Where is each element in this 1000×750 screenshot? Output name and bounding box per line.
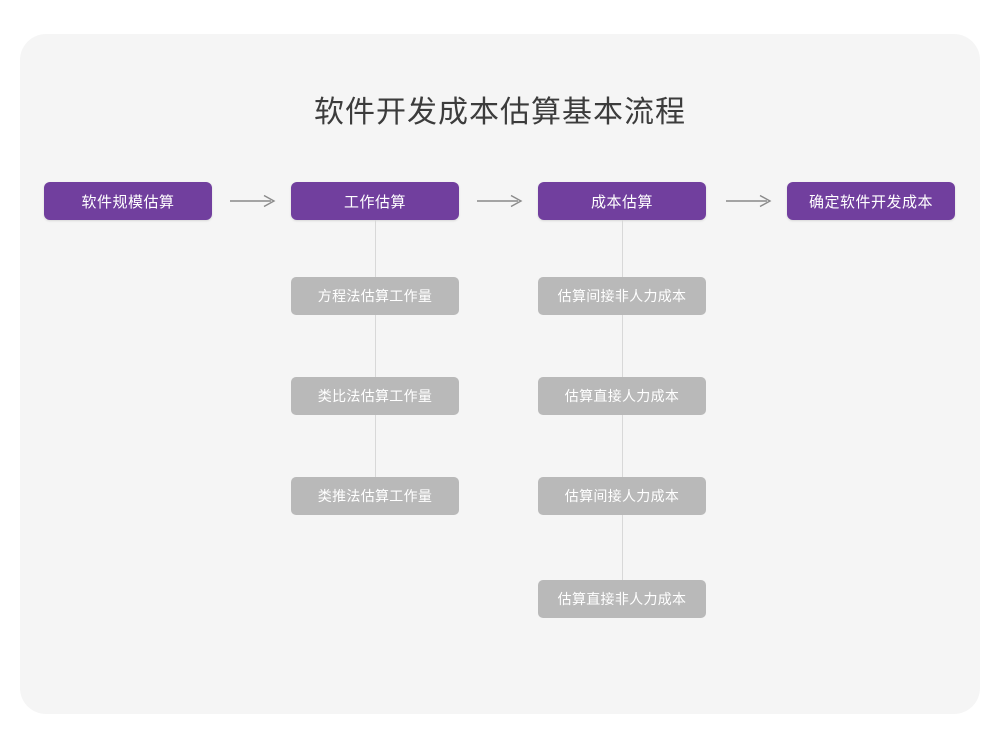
stage-node-2[interactable]: 工作估算 — [291, 182, 459, 220]
right-arrow-icon-2 — [477, 194, 523, 208]
right-arrow-icon-3 — [726, 194, 772, 208]
substep-node-3-4[interactable]: 估算直接非人力成本 — [538, 580, 706, 618]
page-title: 软件开发成本估算基本流程 — [314, 96, 686, 129]
substep-node-2-2[interactable]: 类比法估算工作量 — [291, 377, 459, 415]
substep-node-3-3[interactable]: 估算间接人力成本 — [538, 477, 706, 515]
substep-node-3-2[interactable]: 估算直接人力成本 — [538, 377, 706, 415]
right-arrow-icon-1 — [230, 194, 276, 208]
substep-node-2-1[interactable]: 方程法估算工作量 — [291, 277, 459, 315]
stage-node-4[interactable]: 确定软件开发成本 — [787, 182, 955, 220]
connector-line-stage-2 — [375, 220, 376, 498]
stage-node-3[interactable]: 成本估算 — [538, 182, 706, 220]
diagram-card — [20, 34, 980, 714]
substep-node-2-3[interactable]: 类推法估算工作量 — [291, 477, 459, 515]
substep-node-3-1[interactable]: 估算间接非人力成本 — [538, 277, 706, 315]
stage-node-1[interactable]: 软件规模估算 — [44, 182, 212, 220]
